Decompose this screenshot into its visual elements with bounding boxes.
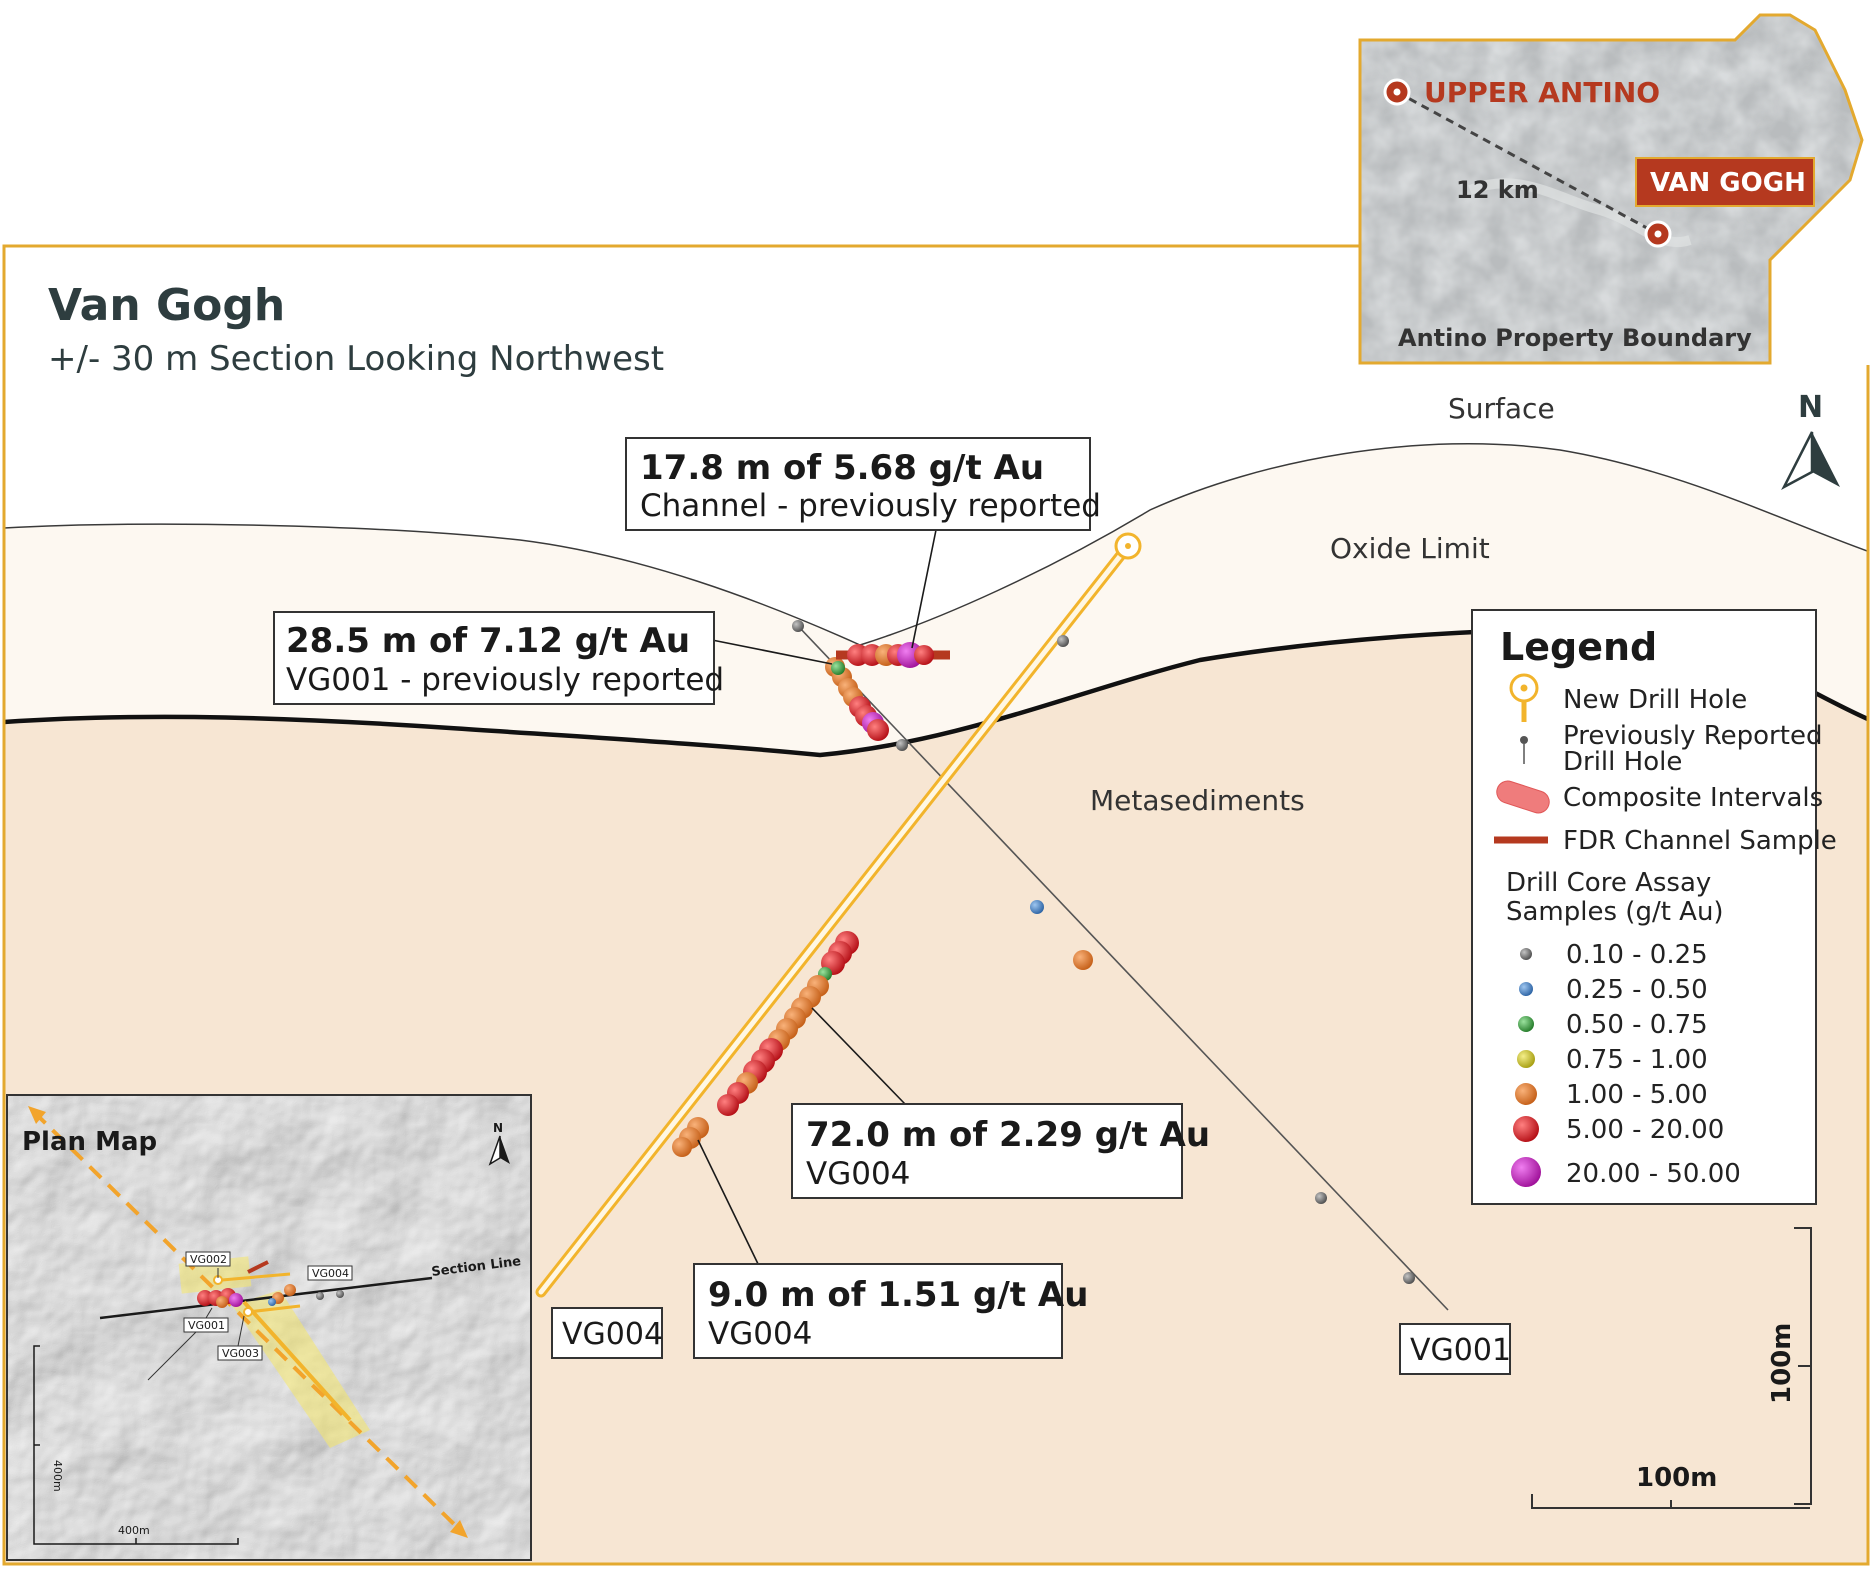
svg-text:0.25 - 0.50: 0.25 - 0.50 xyxy=(1566,975,1708,1005)
composite-vg004-lower xyxy=(672,1117,709,1157)
surface-label: Surface xyxy=(1448,392,1555,425)
scale-label-horizontal: 100m xyxy=(1636,1463,1717,1493)
van-gogh-label: VAN GOGH xyxy=(1635,157,1815,207)
svg-text:Channel - previously reported: Channel - previously reported xyxy=(640,488,1101,524)
channel-sample xyxy=(836,642,950,668)
svg-text:9.0 m of 1.51 g/t Au: 9.0 m of 1.51 g/t Au xyxy=(708,1275,1088,1315)
svg-text:400m: 400m xyxy=(51,1460,64,1492)
callout-leaders xyxy=(697,529,937,1269)
hole-label-vg001: VG001 xyxy=(1399,1323,1511,1375)
composite-vg004-upper xyxy=(717,931,859,1116)
svg-text:Drill Core Assay: Drill Core Assay xyxy=(1506,868,1711,898)
svg-text:0.50 - 0.75: 0.50 - 0.75 xyxy=(1566,1010,1708,1040)
legend-new-drill-hole: New Drill Hole xyxy=(1509,673,1747,722)
legend-composite: Composite Intervals xyxy=(1496,780,1823,814)
svg-text:17.8 m of 5.68 g/t Au: 17.8 m of 5.68 g/t Au xyxy=(640,448,1044,488)
hole-label-vg004: VG004 xyxy=(551,1307,663,1359)
drill-hole-vg001 xyxy=(792,620,1449,1311)
svg-text:VG001 - previously reported: VG001 - previously reported xyxy=(286,662,724,698)
svg-text:VG004: VG004 xyxy=(708,1316,812,1352)
scale-bar-horizontal xyxy=(1531,1494,1810,1509)
callout-vg001: 28.5 m of 7.12 g/t Au VG001 - previously… xyxy=(273,611,724,705)
page-subtitle: +/- 30 m Section Looking Northwest xyxy=(48,339,664,379)
svg-text:28.5 m of 7.12 g/t Au: 28.5 m of 7.12 g/t Au xyxy=(286,621,690,661)
svg-text:400m: 400m xyxy=(118,1524,150,1537)
legend-assay-classes: 0.10 - 0.25 0.25 - 0.50 0.50 - 0.75 0.75… xyxy=(1511,940,1741,1189)
plan-north-arrow-icon: N xyxy=(488,1121,510,1166)
plan-map-title: Plan Map xyxy=(22,1127,157,1157)
svg-text:VG001: VG001 xyxy=(1410,1333,1511,1368)
svg-text:VG004: VG004 xyxy=(806,1156,910,1192)
location-inset: UPPER ANTINO VAN GOGH 12 km Antino Prope… xyxy=(1358,13,1870,365)
svg-text:1.00 - 5.00: 1.00 - 5.00 xyxy=(1566,1080,1708,1110)
legend-title: Legend xyxy=(1500,625,1657,669)
north-arrow-icon: N xyxy=(1781,390,1840,490)
drill-hole-vg004 xyxy=(535,532,1142,1298)
svg-text:FDR Channel Sample: FDR Channel Sample xyxy=(1563,826,1837,856)
scale-label-vertical: 100m xyxy=(1767,1323,1797,1404)
svg-text:0.75 - 1.00: 0.75 - 1.00 xyxy=(1566,1045,1708,1075)
composite-vg001 xyxy=(825,657,889,741)
callout-channel: 17.8 m of 5.68 g/t Au Channel - previous… xyxy=(625,437,1101,531)
surface-line xyxy=(4,443,1868,646)
svg-text:VG002: VG002 xyxy=(190,1253,227,1266)
plan-map-inset: VG002 VG004 VG001 VG003 Section Line Pla… xyxy=(6,1094,532,1561)
svg-text:72.0 m of 2.29 g/t Au: 72.0 m of 2.29 g/t Au xyxy=(806,1115,1210,1155)
svg-text:Drill Hole: Drill Hole xyxy=(1563,747,1682,777)
svg-text:VG001: VG001 xyxy=(188,1319,225,1332)
svg-text:Samples (g/t Au): Samples (g/t Au) xyxy=(1506,897,1724,927)
section-frame-border xyxy=(2,244,1870,1566)
callout-vg004-9m: 9.0 m of 1.51 g/t Au VG004 xyxy=(693,1263,1088,1359)
svg-text:0.10 - 0.25: 0.10 - 0.25 xyxy=(1566,940,1708,970)
legend-previous-hole: Previously Reported Drill Hole xyxy=(1520,721,1822,777)
svg-text:VG004: VG004 xyxy=(562,1317,663,1352)
svg-text:VAN GOGH: VAN GOGH xyxy=(1650,168,1806,198)
property-boundary xyxy=(1358,13,1864,365)
svg-text:N: N xyxy=(493,1121,503,1135)
page-title: Van Gogh xyxy=(48,280,285,331)
legend: Legend New Drill Hole Previously Reporte… xyxy=(1471,609,1837,1205)
svg-text:20.00 - 50.00: 20.00 - 50.00 xyxy=(1566,1159,1741,1189)
metasediments-label: Metasediments xyxy=(1090,784,1305,817)
callout-vg004-72m: 72.0 m of 2.29 g/t Au VG004 xyxy=(791,1103,1210,1199)
svg-text:Composite Intervals: Composite Intervals xyxy=(1563,783,1823,813)
scale-bar-vertical xyxy=(1794,1227,1812,1505)
svg-text:5.00 - 20.00: 5.00 - 20.00 xyxy=(1566,1115,1724,1145)
distance-line xyxy=(1396,90,1659,236)
boundary-label: Antino Property Boundary xyxy=(1398,324,1752,352)
assay-samples-vg001 xyxy=(792,620,1415,1284)
svg-text:Previously Reported: Previously Reported xyxy=(1563,721,1822,751)
upper-antino-label: UPPER ANTINO xyxy=(1424,76,1660,109)
svg-text:VG004: VG004 xyxy=(312,1267,349,1280)
svg-text:N: N xyxy=(1798,390,1823,425)
legend-channel: FDR Channel Sample xyxy=(1494,826,1837,856)
oxide-limit-label: Oxide Limit xyxy=(1330,532,1490,565)
svg-text:VG003: VG003 xyxy=(222,1347,259,1360)
distance-label: 12 km xyxy=(1456,176,1539,204)
svg-text:New Drill Hole: New Drill Hole xyxy=(1563,685,1747,715)
